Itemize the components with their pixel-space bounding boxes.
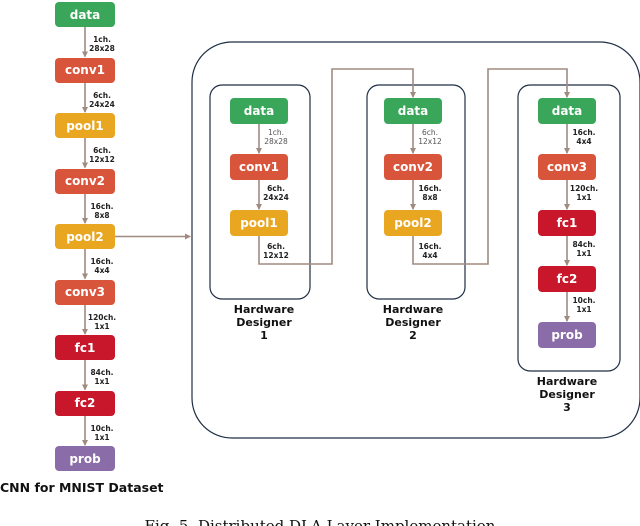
designer-3-label-line: 3 bbox=[563, 401, 571, 414]
designer-1-label-line: Designer bbox=[236, 316, 292, 329]
designer-1-dim-label: 6ch.24x24 bbox=[263, 184, 289, 202]
cnn-layer-conv2: conv2 bbox=[55, 168, 115, 194]
designer-3-dim-label: 10ch.1x1 bbox=[572, 296, 595, 314]
link-designer-2-to-3 bbox=[412, 68, 570, 265]
cnn-dim-label-line: 1x1 bbox=[94, 321, 110, 331]
designer-1-label-line: Hardware bbox=[233, 303, 295, 316]
cnn-layer-fc2: fc2 bbox=[55, 390, 115, 416]
designer-3-dim-label-line: 10ch. bbox=[572, 296, 596, 305]
designer-2-dim-label-line: 6ch. bbox=[421, 128, 439, 137]
designer-2-label: Hardware Designer 2 bbox=[383, 303, 443, 342]
designer-3-dim-label-line: 1x1 bbox=[576, 193, 592, 202]
link-designer-1-to-2 bbox=[258, 68, 416, 265]
designer-3-dim-label-line: 1x1 bbox=[576, 249, 592, 258]
designer-3-dim-label: 120ch.1x1 bbox=[570, 184, 598, 202]
designer-3-dim-label-line: 16ch. bbox=[572, 128, 596, 137]
cnn-layer-conv3: conv3 bbox=[55, 279, 115, 305]
cnn-dim-label-line: 1x1 bbox=[94, 432, 110, 442]
designer-2-layer-conv2: conv2 bbox=[384, 154, 442, 180]
cnn-dim-label: 120ch.1x1 bbox=[88, 313, 116, 331]
designer-3-dim-label-line: 120ch. bbox=[569, 184, 599, 193]
cnn-dim-label-line: 8x8 bbox=[94, 210, 110, 220]
designer-1-dim-label: 6ch.12x12 bbox=[263, 242, 289, 260]
cnn-layer-prob: prob bbox=[55, 446, 115, 471]
designer-1-frame bbox=[209, 84, 311, 300]
designer-2-dim-label-line: 12x12 bbox=[418, 137, 442, 146]
designer-1-dim-label-line: 12x12 bbox=[263, 251, 289, 260]
cnn-dim-label: 1ch.28x28 bbox=[89, 35, 115, 53]
designer-1-label-line: 1 bbox=[260, 329, 268, 342]
designer-3-label: Hardware Designer 3 bbox=[537, 375, 597, 414]
cnn-layer-pool2: pool2 bbox=[55, 224, 115, 249]
designer-3-dim-label: 16ch.4x4 bbox=[572, 128, 595, 146]
designer-2-dim-label: 16ch.4x4 bbox=[418, 242, 441, 260]
designer-1-dim-label-line: 1ch. bbox=[267, 128, 285, 137]
designer-2-dim-label-line: 16ch. bbox=[418, 184, 442, 193]
designer-1-dim-label-line: 6ch. bbox=[267, 184, 285, 193]
designer-3-dim-label: 84ch.1x1 bbox=[572, 240, 595, 258]
designer-2-layer-data: data bbox=[384, 98, 442, 124]
designer-3-layer-prob: prob bbox=[538, 322, 596, 348]
cnn-dim-label-line: 1ch. bbox=[93, 35, 111, 44]
cnn-dim-label: 6ch.12x12 bbox=[89, 146, 115, 164]
designer-2-dim-label: 16ch.8x8 bbox=[418, 184, 441, 202]
designer-1-layer-conv1: conv1 bbox=[230, 154, 288, 180]
cnn-dim-label-line: 84ch. bbox=[90, 368, 114, 377]
cnn-dim-label-line: 4x4 bbox=[94, 266, 110, 275]
cnn-dim-label: 10ch.1x1 bbox=[90, 424, 113, 442]
designer-1-dim-label-line: 24x24 bbox=[263, 193, 289, 202]
cnn-dim-label-line: 1x1 bbox=[94, 377, 110, 386]
figure-caption-text: Fig. 5. Distributed DLA Layer Implementa… bbox=[144, 517, 496, 526]
cnn-dim-label: 16ch.8x8 bbox=[90, 202, 113, 220]
cnn-dim-label-line: 28x28 bbox=[89, 44, 115, 53]
designer-3-label-line: Hardware bbox=[536, 375, 598, 388]
cnn-dim-label-line: 6ch. bbox=[93, 146, 111, 155]
cnn-dim-label-line: 10ch. bbox=[90, 423, 114, 433]
designer-1-dim-label-line: 6ch. bbox=[267, 242, 285, 251]
cnn-layer-data: data bbox=[55, 2, 115, 27]
cnn-dim-label-line: 24x24 bbox=[89, 99, 115, 109]
cnn-layer-conv1: conv1 bbox=[55, 57, 115, 83]
designer-2-frame bbox=[366, 84, 466, 300]
designer-1-dim-label-line: 28x28 bbox=[264, 137, 288, 146]
designer-3-layer-data: data bbox=[538, 98, 596, 124]
designer-2-label-line: Hardware bbox=[382, 303, 444, 316]
designer-1-label: Hardware Designer 1 bbox=[234, 303, 294, 342]
cnn-dim-label-line: 16ch. bbox=[90, 201, 114, 211]
cnn-layer-pool1: pool1 bbox=[55, 113, 115, 138]
designer-2-layer-pool2: pool2 bbox=[384, 210, 442, 236]
designer-3-dim-label-line: 84ch. bbox=[572, 240, 596, 249]
designer-2-dim-label-line: 8x8 bbox=[422, 193, 438, 202]
designer-1-layer-data: data bbox=[230, 98, 288, 124]
cnn-layer-fc1: fc1 bbox=[55, 335, 115, 360]
cnn-dim-label-line: 12x12 bbox=[89, 155, 115, 164]
designer-2-label-line: Designer bbox=[385, 316, 441, 329]
cnn-dim-label-line: 6ch. bbox=[93, 90, 111, 100]
cnn-dim-label: 6ch.24x24 bbox=[89, 91, 115, 109]
designer-3-dim-label-line: 1x1 bbox=[576, 305, 592, 314]
designer-3-layer-fc2: fc2 bbox=[538, 266, 596, 292]
cnn-dim-label: 16ch.4x4 bbox=[90, 257, 113, 275]
figure-caption: Fig. 5. Distributed DLA Layer Implementa… bbox=[0, 516, 640, 526]
cnn-dim-label-line: 120ch. bbox=[87, 312, 117, 322]
designer-3-dim-label-line: 4x4 bbox=[576, 137, 592, 146]
cnn-title: CNN for MNIST Dataset bbox=[0, 480, 164, 495]
cnn-dim-label-line: 16ch. bbox=[90, 257, 114, 266]
cnn-dim-label: 84ch.1x1 bbox=[90, 368, 113, 386]
distributed-system-frame bbox=[191, 41, 640, 439]
designer-2-dim-label-line: 4x4 bbox=[422, 251, 438, 260]
designer-1-layer-pool1: pool1 bbox=[230, 210, 288, 236]
designer-1-dim-label: 1ch.28x28 bbox=[264, 128, 288, 146]
designer-3-layer-fc1: fc1 bbox=[538, 210, 596, 236]
designer-2-label-line: 2 bbox=[409, 329, 417, 342]
designer-2-dim-label: 6ch.12x12 bbox=[418, 128, 442, 146]
designer-3-label-line: Designer bbox=[539, 388, 595, 401]
designer-3-frame bbox=[517, 84, 621, 372]
designer-2-dim-label-line: 16ch. bbox=[418, 242, 442, 251]
designer-3-layer-conv3: conv3 bbox=[538, 154, 596, 180]
